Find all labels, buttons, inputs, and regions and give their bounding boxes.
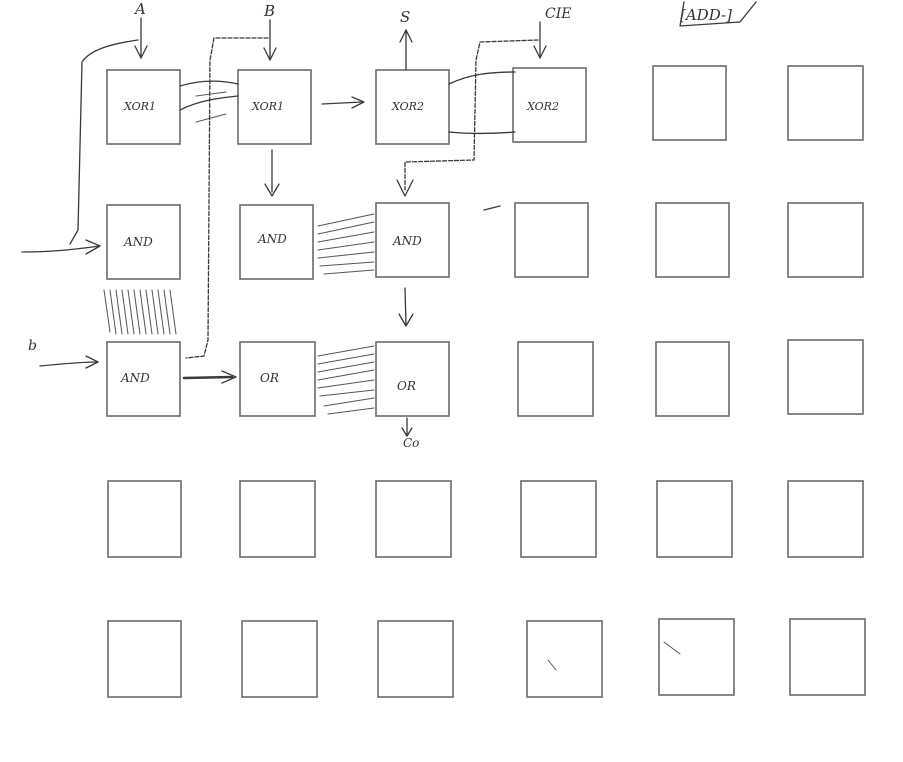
cell-r5c6 (789, 618, 866, 696)
arrow-xor2 (351, 96, 365, 109)
dash-mark (483, 205, 501, 211)
arrow-cie (533, 45, 547, 59)
arrow-b (263, 47, 277, 61)
b-left-label: b (28, 338, 37, 354)
cell-r4c5 (656, 480, 733, 558)
gate-and-3: AND (392, 234, 422, 248)
cell-r5c2 (241, 620, 318, 698)
cell-r5c4 (526, 620, 603, 698)
arrow-cout (401, 427, 413, 437)
cell-r1c1 (106, 69, 181, 145)
cell-r4c1 (107, 480, 182, 558)
gate-xor1-a: XOR1 (123, 100, 156, 113)
gate-xor2-a: XOR2 (391, 100, 424, 113)
input-a-label: A (133, 0, 146, 18)
arrow-and3 (396, 179, 414, 197)
gate-labels: XOR1 XOR1 XOR2 XOR2 AND AND AND AND OR O… (120, 100, 559, 393)
cin-top-label: CIE (545, 6, 571, 22)
corner-label: [ADD-] (680, 6, 732, 24)
arrow-a (134, 45, 148, 59)
hatching (103, 91, 681, 671)
wire-and3-or2 (404, 287, 407, 326)
cout-label: Co (403, 436, 419, 450)
gate-and-1: AND (123, 235, 153, 249)
cell-r3c1 (106, 341, 181, 417)
cell-r1c4 (512, 67, 587, 143)
gate-xor1-b: XOR1 (251, 100, 284, 113)
wire-cie-and3 (404, 39, 539, 191)
io-labels: A B S CIE [ADD-] b Co (28, 0, 732, 450)
cell-r2c5 (655, 202, 730, 278)
cell-r3c2 (239, 341, 316, 417)
wire-xor1-xor1b-2 (179, 95, 239, 111)
cell-r4c2 (239, 480, 316, 558)
cell-r3c6 (787, 339, 864, 415)
wire-xor1b-xor2 (321, 101, 363, 105)
cell-r4c4 (520, 480, 597, 558)
cell-r1c6 (787, 65, 864, 141)
output-s-label: S (400, 8, 410, 26)
cell-r2c6 (787, 202, 864, 278)
arrow-or2 (398, 313, 414, 327)
cell-r5c3 (377, 620, 454, 698)
arrow-or1 (221, 370, 237, 384)
cell-r5c1 (107, 620, 182, 698)
arrow-cin-left (85, 239, 101, 255)
cell-r1c3 (375, 69, 450, 145)
input-b-label: B (263, 2, 275, 20)
wiring (21, 1, 757, 437)
cell-r2c1 (106, 204, 181, 280)
wire-a-to-and1 (69, 39, 139, 245)
cell-r2c3 (375, 202, 450, 278)
gate-and-4: AND (120, 371, 150, 385)
gate-or-2: OR (397, 379, 416, 393)
cell-r2c2 (239, 204, 314, 280)
gate-and-2: AND (257, 232, 287, 246)
box-grid (106, 65, 866, 698)
wire-b-down (185, 37, 269, 359)
arrow-b-left (85, 355, 99, 369)
gate-xor2-b: XOR2 (526, 100, 559, 113)
corner-bracket (679, 1, 757, 27)
arrow-and2 (264, 183, 280, 197)
cell-r4c6 (787, 480, 864, 558)
cell-r3c5 (655, 341, 730, 417)
cell-r5c5 (658, 618, 735, 696)
wire-b-left (39, 361, 99, 367)
cell-r2c4 (514, 202, 589, 278)
wire-cin-left (21, 245, 101, 253)
arrow-s (399, 29, 413, 43)
cell-r3c3 (375, 341, 450, 417)
wire-xor2-xor2b-2 (448, 131, 516, 135)
cell-r4c3 (375, 480, 452, 558)
gate-or-1: OR (260, 371, 279, 385)
wire-xor1-xor1b (179, 80, 239, 87)
cell-r3c4 (517, 341, 594, 417)
cell-r1c5 (652, 65, 727, 141)
cell-r1c2 (237, 69, 312, 145)
wire-and4-or1 (182, 375, 234, 380)
wire-xor2-xor2b (448, 71, 516, 85)
